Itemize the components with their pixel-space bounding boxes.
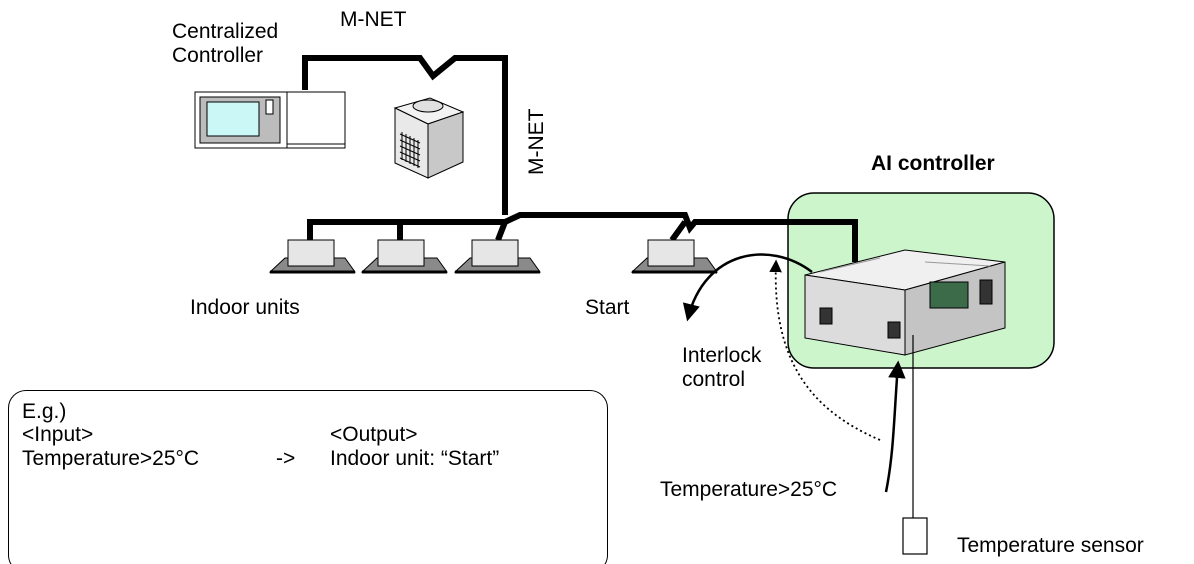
label-mnet-top: M-NET [340,8,407,31]
ai-controller-device [804,249,1006,356]
label-start: Start [585,296,630,319]
example-input-value: Temperature>25°C [22,447,200,470]
label-centralized-controller: Centralized Controller [172,20,279,67]
label-mnet-vertical: M-NET [525,108,548,176]
example-heading: E.g.) [22,400,67,423]
example-output-value: Indoor unit: “Start” [330,447,500,470]
mnet-wiring [302,55,858,262]
label-indoor-units: Indoor units [190,296,300,319]
label-interlock-control: Interlock control [682,344,762,391]
example-output-header: <Output> [330,423,418,446]
label-temperature-condition: Temperature>25°C [660,478,838,501]
interlock-control-arrow [682,253,813,322]
example-input-header: <Input> [22,423,94,446]
temperature-arrow [884,360,906,493]
example-box [8,390,608,564]
outdoor-unit-device [393,97,465,179]
centralized-controller-device [194,91,346,149]
label-ai-controller: AI controller [871,152,995,175]
example-arrow: -> [276,447,296,470]
indoor-unit-3 [453,239,541,274]
temperature-sensor-device [902,517,928,555]
indoor-unit-start [630,239,718,274]
label-temperature-sensor: Temperature sensor [957,534,1144,557]
indoor-unit-1 [268,239,356,274]
indoor-unit-2 [360,239,448,274]
